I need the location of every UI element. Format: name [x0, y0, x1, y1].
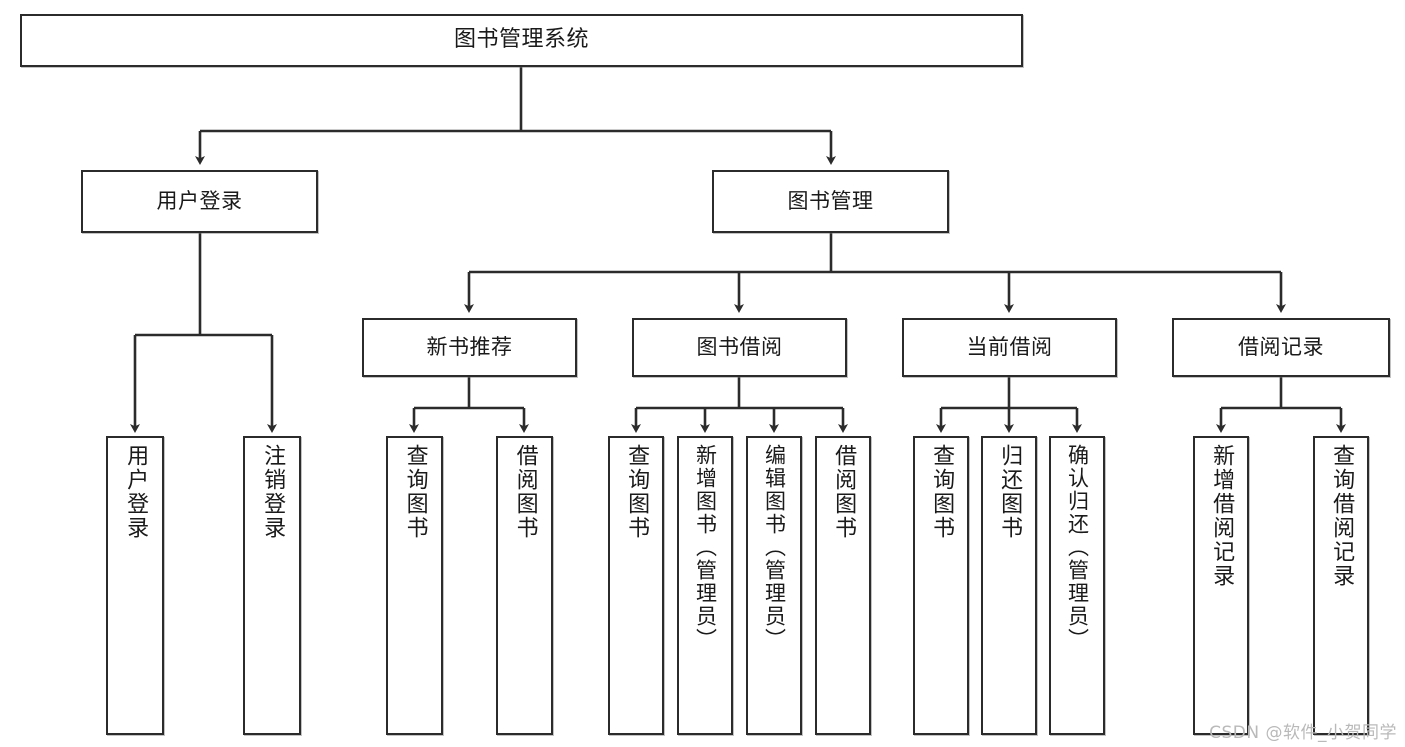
node-label: 借阅图书 — [512, 444, 538, 540]
node-label: 图书管理系统 — [453, 27, 589, 53]
leaf-add-book[interactable]: 新增图书（管理员） — [677, 436, 733, 735]
leaf-return-book[interactable]: 归还图书 — [981, 436, 1037, 735]
leaf-query-book-borrow[interactable]: 查询图书 — [608, 436, 664, 735]
node-label: 图书管理 — [787, 188, 874, 213]
node-new-book-recommend[interactable]: 新书推荐 — [362, 318, 577, 377]
node-label: 查询借阅记录 — [1329, 444, 1355, 588]
node-label: 确认归还（管理员） — [1065, 444, 1090, 651]
node-user-login[interactable]: 用户登录 — [81, 170, 318, 233]
leaf-add-borrow-record[interactable]: 新增借阅记录 — [1193, 436, 1249, 735]
node-label: 查询图书 — [402, 444, 428, 540]
leaf-query-book-current[interactable]: 查询图书 — [913, 436, 969, 735]
node-label: 新书推荐 — [426, 334, 513, 359]
node-label: 图书借阅 — [696, 334, 783, 359]
node-label: 用户登录 — [156, 188, 243, 213]
watermark-text: CSDN @软件_小贺同学 — [1209, 723, 1397, 743]
node-label: 当前借阅 — [966, 334, 1053, 359]
leaf-query-borrow-record[interactable]: 查询借阅记录 — [1313, 436, 1369, 735]
node-current-borrow[interactable]: 当前借阅 — [902, 318, 1117, 377]
leaf-confirm-return[interactable]: 确认归还（管理员） — [1049, 436, 1105, 735]
leaf-query-book-recommend[interactable]: 查询图书 — [386, 436, 443, 735]
node-label: 编辑图书（管理员） — [762, 444, 787, 651]
node-book-borrow[interactable]: 图书借阅 — [632, 318, 847, 377]
node-book-management[interactable]: 图书管理 — [712, 170, 949, 233]
node-root-book-management-system[interactable]: 图书管理系统 — [20, 14, 1023, 67]
leaf-edit-book[interactable]: 编辑图书（管理员） — [746, 436, 802, 735]
node-label: 注销登录 — [260, 444, 286, 540]
node-borrow-record[interactable]: 借阅记录 — [1172, 318, 1390, 377]
leaf-borrow-book[interactable]: 借阅图书 — [815, 436, 871, 735]
node-label: 用户登录 — [123, 444, 149, 540]
node-label: 新增借阅记录 — [1209, 444, 1235, 588]
leaf-logout[interactable]: 注销登录 — [243, 436, 301, 735]
node-label: 查询图书 — [929, 444, 955, 540]
node-label: 查询图书 — [624, 444, 650, 540]
node-label: 新增图书（管理员） — [693, 444, 718, 651]
leaf-borrow-book-recommend[interactable]: 借阅图书 — [496, 436, 553, 735]
node-label: 归还图书 — [997, 444, 1023, 540]
node-label: 借阅图书 — [831, 444, 857, 540]
leaf-user-login[interactable]: 用户登录 — [106, 436, 164, 735]
node-label: 借阅记录 — [1238, 334, 1324, 359]
